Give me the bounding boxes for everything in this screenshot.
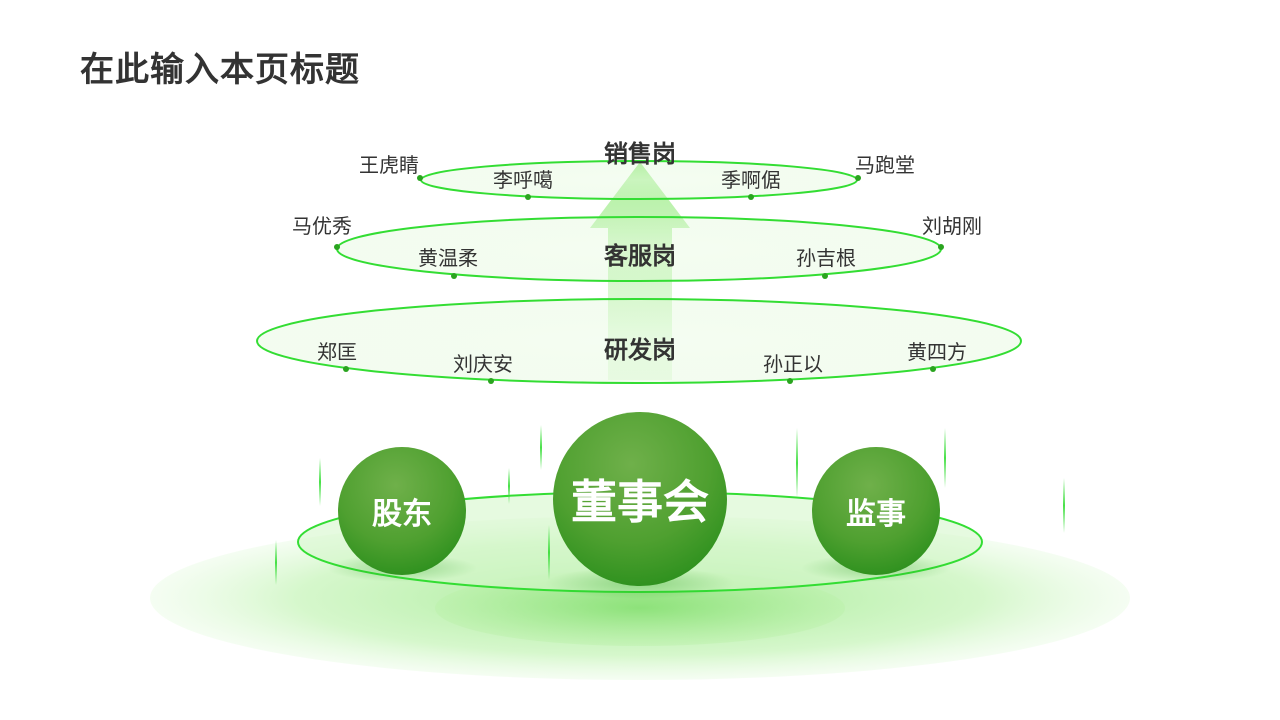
tier-label-rd: 研发岗: [604, 336, 676, 364]
person-name: 孙正以: [763, 352, 823, 376]
light-streaks: [275, 425, 1065, 585]
board-label: 董事会: [571, 475, 709, 529]
person-name: 王虎睛: [359, 153, 419, 177]
person-name: 刘胡刚: [922, 214, 982, 238]
person-name: 马优秀: [292, 214, 352, 238]
person-name: 孙吉根: [796, 246, 856, 270]
page-title: 在此输入本页标题: [80, 50, 360, 90]
person-name: 马跑堂: [855, 153, 915, 177]
shareholders-label: 股东: [372, 497, 432, 532]
person-name: 刘庆安: [453, 352, 513, 376]
supervisors-label: 监事: [846, 497, 906, 532]
person-name: 李呼噶: [493, 168, 553, 192]
person-name: 郑匡: [317, 340, 357, 364]
tier-ring-rd: [256, 298, 1022, 384]
shareholders-sphere: [338, 447, 466, 575]
tier-label-service: 客服岗: [604, 242, 676, 270]
person-name: 季啊倨: [721, 168, 781, 192]
ring-dots: [334, 175, 944, 384]
person-name: 黄四方: [907, 340, 967, 364]
supervisors-sphere: [812, 447, 940, 575]
tier-label-sales: 销售岗: [604, 140, 676, 168]
board-sphere: [553, 412, 727, 586]
person-name: 黄温柔: [418, 246, 478, 270]
